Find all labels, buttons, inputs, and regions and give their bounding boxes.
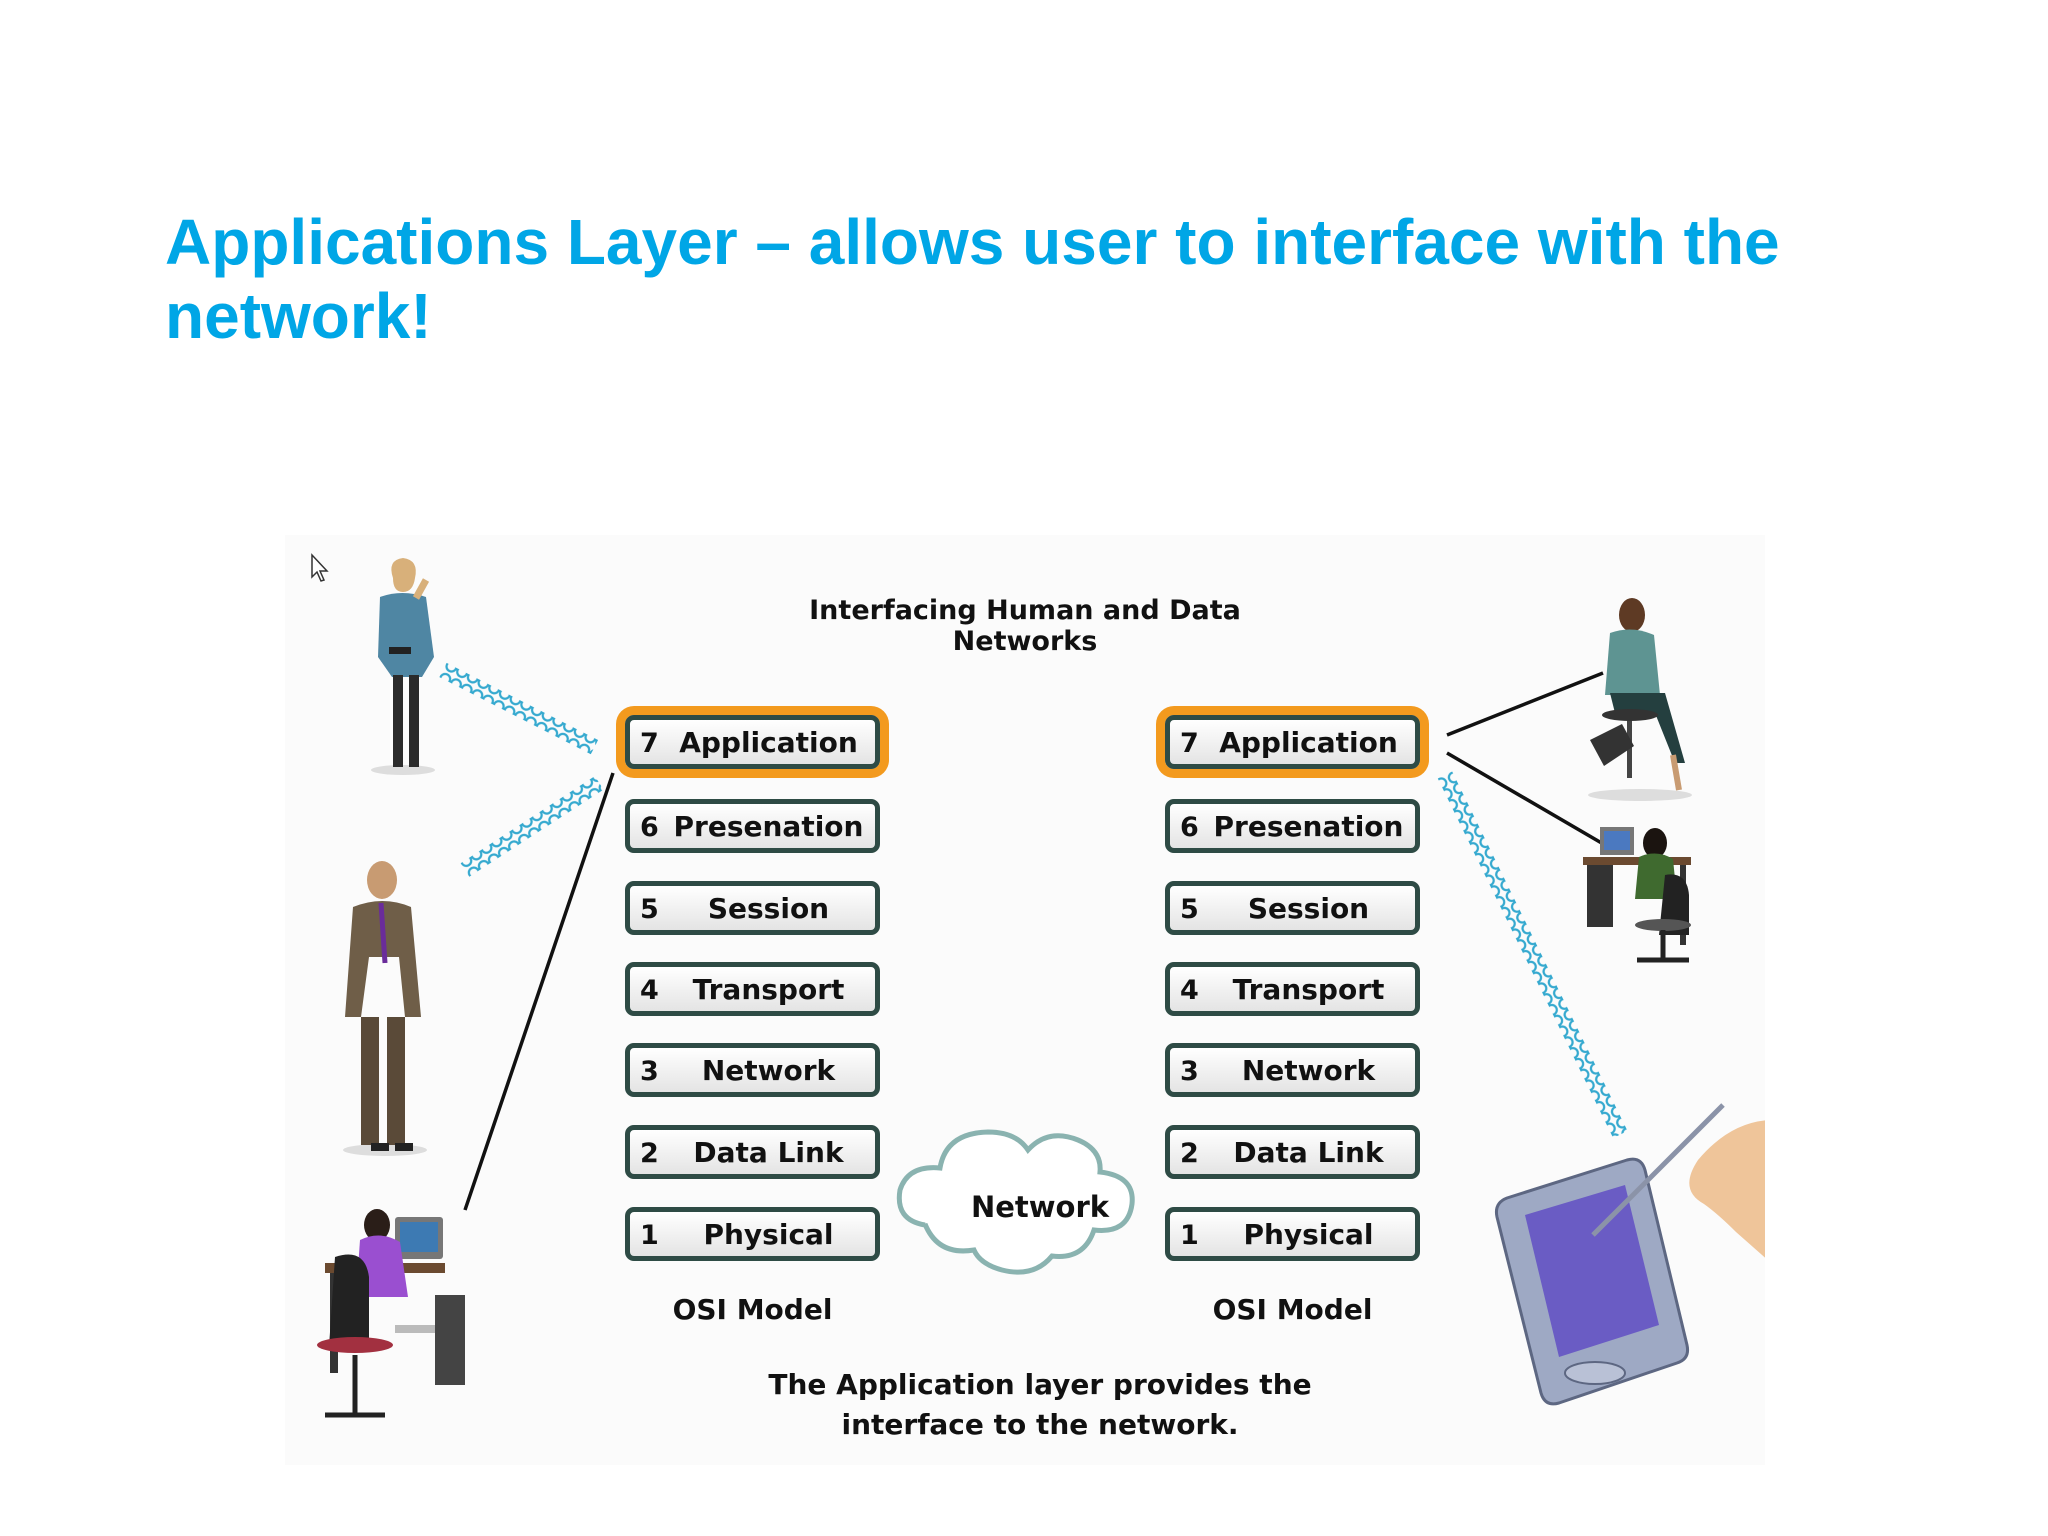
man-on-phone-icon [343,861,427,1156]
layer-network: 3 Network [625,1043,880,1097]
man-at-computer-icon [317,1209,465,1418]
layer-presentation: 6 Presenation [1165,799,1420,853]
layer-name: Network [1241,1054,1376,1087]
layer-name: Transport [692,973,845,1006]
woman-at-computer-icon [1583,827,1691,963]
network-cloud-icon [896,1129,1135,1275]
pda-stylus-icon [1495,1103,1765,1406]
layer-name: Data Link [1233,1136,1384,1169]
layer-physical: 1 Physical [1165,1207,1420,1261]
layer-number: 6 [640,812,659,843]
layer-number: 7 [640,728,659,759]
layer-number: 5 [640,894,659,925]
wireless-link-pda-icon [1437,771,1628,1139]
layer-transport: 4 Transport [625,962,880,1016]
woman-sitting-on-phone-icon [1588,598,1692,801]
layer-session: 5 Session [625,881,880,935]
wired-link-left [463,772,615,1211]
layer-physical: 1 Physical [625,1207,880,1261]
layer-name: Transport [1232,973,1385,1006]
layer-name: Session [707,892,830,925]
slide-title: Applications Layer – allows user to inte… [165,206,1780,352]
wireless-link-woman-icon [439,662,599,755]
layer-number: 7 [1180,728,1199,759]
layer-number: 4 [1180,975,1199,1006]
figure-caption: The Application layer provides the inter… [768,1368,1312,1441]
layer-name: Presenation [673,810,864,843]
layer-number: 2 [640,1138,659,1169]
wired-link-right-bottom [1446,751,1606,847]
layer-name: Physical [1243,1218,1374,1251]
wired-link-right-top [1446,671,1604,737]
layer-name: Data Link [693,1136,844,1169]
layer-application: 7 Application [1165,715,1420,769]
layer-name: Network [701,1054,836,1087]
layer-number: 1 [640,1220,659,1251]
layer-number: 2 [1180,1138,1199,1169]
layer-name: Application [679,726,858,759]
layer-transport: 4 Transport [1165,962,1420,1016]
network-cloud-label: Network [970,1190,1110,1224]
layer-data-link: 2 Data Link [1165,1125,1420,1179]
layer-number: 6 [1180,812,1199,843]
layer-network: 3 Network [1165,1043,1420,1097]
layer-session: 5 Session [1165,881,1420,935]
osi-model-label: OSI Model [1212,1293,1373,1326]
layer-number: 3 [1180,1056,1199,1087]
layer-application: 7 Application [625,715,880,769]
layer-number: 4 [640,975,659,1006]
osi-model-label: OSI Model [672,1293,833,1326]
layer-presentation: 6 Presenation [625,799,880,853]
layer-number: 3 [640,1056,659,1087]
layer-number: 1 [1180,1220,1199,1251]
figure-title: Interfacing Human and Data Networks [809,595,1241,657]
diagram-illustrations [311,553,1765,1418]
mouse-cursor-icon [311,553,329,582]
layer-name: Application [1219,726,1398,759]
layer-name: Session [1247,892,1370,925]
layer-number: 5 [1180,894,1199,925]
layer-name: Presenation [1213,810,1404,843]
wireless-link-man-icon [460,776,604,877]
osi-diagram: Interfacing Human and Data Networks 7 Ap… [285,535,1765,1465]
layer-data-link: 2 Data Link [625,1125,880,1179]
woman-on-phone-icon [371,558,435,775]
layer-name: Physical [703,1218,834,1251]
